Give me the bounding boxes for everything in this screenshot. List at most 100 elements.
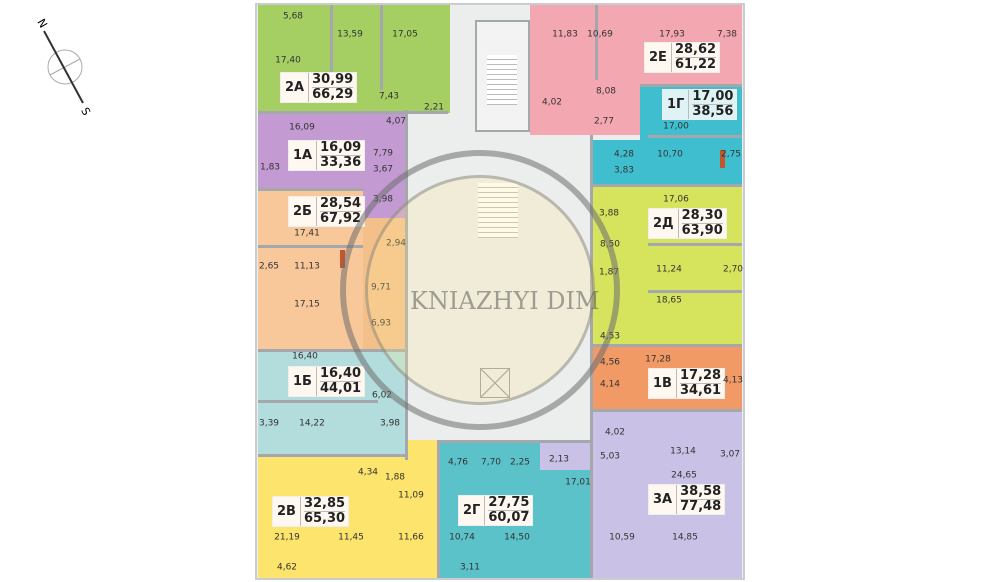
- room-area: 10,59: [609, 532, 635, 543]
- wall: [437, 440, 590, 443]
- room-area: 17,01: [565, 477, 591, 488]
- room-area: 17,00: [663, 121, 689, 132]
- living-area: 28,30: [681, 208, 723, 224]
- room-area: 17,93: [659, 29, 685, 40]
- room-area: 8,08: [595, 86, 617, 97]
- wall: [590, 344, 742, 347]
- apt-code: 1В: [653, 376, 672, 391]
- room-area: 7,79: [372, 148, 394, 159]
- room-area: 4,02: [541, 97, 563, 108]
- room-area: 4,07: [385, 116, 407, 127]
- total-area: 38,56: [692, 104, 734, 119]
- room-area: 3,83: [613, 165, 635, 176]
- room-area: 6,02: [371, 390, 393, 401]
- total-area: 44,01: [319, 381, 362, 396]
- room-area: 13,14: [670, 446, 696, 457]
- room-area: 2,70: [722, 264, 744, 275]
- room-area: 10,69: [587, 29, 613, 40]
- room-area: 17,06: [663, 194, 689, 205]
- room-area: 10,74: [449, 532, 475, 543]
- room-area: 2,13: [548, 454, 570, 465]
- room-area: 1,87: [598, 267, 620, 278]
- total-area: 33,36: [320, 155, 362, 170]
- wall: [258, 349, 405, 352]
- room-area: 3,07: [719, 449, 741, 460]
- room-area: 16,09: [289, 122, 315, 133]
- apt-code: 1А: [293, 148, 313, 163]
- room-area: 5,03: [599, 451, 621, 462]
- brick-wall: [720, 150, 725, 168]
- apt-code: 2А: [285, 80, 305, 95]
- wall: [437, 440, 440, 578]
- wall: [590, 135, 593, 578]
- room-area: 3,88: [598, 208, 620, 219]
- room-area: 2,75: [720, 149, 742, 160]
- living-area: 30,99: [312, 72, 354, 88]
- wall: [595, 5, 598, 80]
- room-area: 4,28: [613, 149, 635, 160]
- room-area: 8,50: [599, 239, 621, 250]
- room-area: 17,15: [294, 299, 320, 310]
- room-area: 2,21: [423, 102, 445, 113]
- brick-wall: [340, 250, 345, 268]
- room-area: 11,09: [398, 490, 424, 501]
- living-area: 32,85: [303, 496, 346, 512]
- living-area: 16,09: [320, 140, 362, 156]
- room-area: 3,39: [258, 418, 280, 429]
- wall: [258, 454, 408, 457]
- apt-3a-area-hall: [540, 440, 590, 470]
- wall: [590, 184, 742, 187]
- room-area: 11,83: [552, 29, 578, 40]
- room-area: 4,13: [722, 375, 744, 386]
- room-area: 18,65: [656, 295, 682, 306]
- room-area: 14,22: [299, 418, 325, 429]
- room-area: 17,40: [275, 55, 301, 66]
- wall: [648, 243, 742, 246]
- living-area: 27,75: [488, 495, 530, 511]
- room-area: 17,05: [392, 29, 418, 40]
- total-area: 60,07: [488, 510, 530, 525]
- room-area: 2,65: [258, 261, 280, 272]
- room-area: 11,24: [656, 264, 682, 275]
- room-area: 4,34: [357, 467, 379, 478]
- room-area: 13,59: [337, 29, 363, 40]
- wall: [330, 5, 333, 90]
- wall: [258, 400, 378, 403]
- room-area: 4,76: [447, 457, 469, 468]
- wall: [648, 290, 742, 293]
- room-area: 3,67: [372, 164, 394, 175]
- apt-code: 2Д: [653, 216, 674, 231]
- room-area: 11,66: [398, 532, 424, 543]
- total-area: 34,61: [679, 383, 722, 398]
- room-area: 3,11: [459, 562, 481, 573]
- room-area: 4,02: [604, 427, 626, 438]
- room-area: 3,98: [379, 418, 401, 429]
- apt-code: 2Е: [649, 50, 667, 65]
- stairs-top: [487, 55, 517, 105]
- room-area: 14,50: [504, 532, 530, 543]
- wall: [648, 135, 742, 138]
- wall: [258, 111, 448, 114]
- wall: [258, 188, 363, 191]
- total-area: 61,22: [674, 57, 717, 72]
- room-area: 1,83: [259, 162, 281, 173]
- compass: N S: [20, 15, 110, 125]
- total-area: 65,30: [303, 511, 346, 526]
- room-area: 7,38: [716, 29, 738, 40]
- apt-code: 3А: [653, 492, 673, 507]
- apt-code: 1Г: [667, 97, 685, 112]
- compass-icon: [43, 30, 84, 104]
- watermark-seal-inner: [365, 175, 595, 405]
- total-area: 63,90: [681, 223, 723, 238]
